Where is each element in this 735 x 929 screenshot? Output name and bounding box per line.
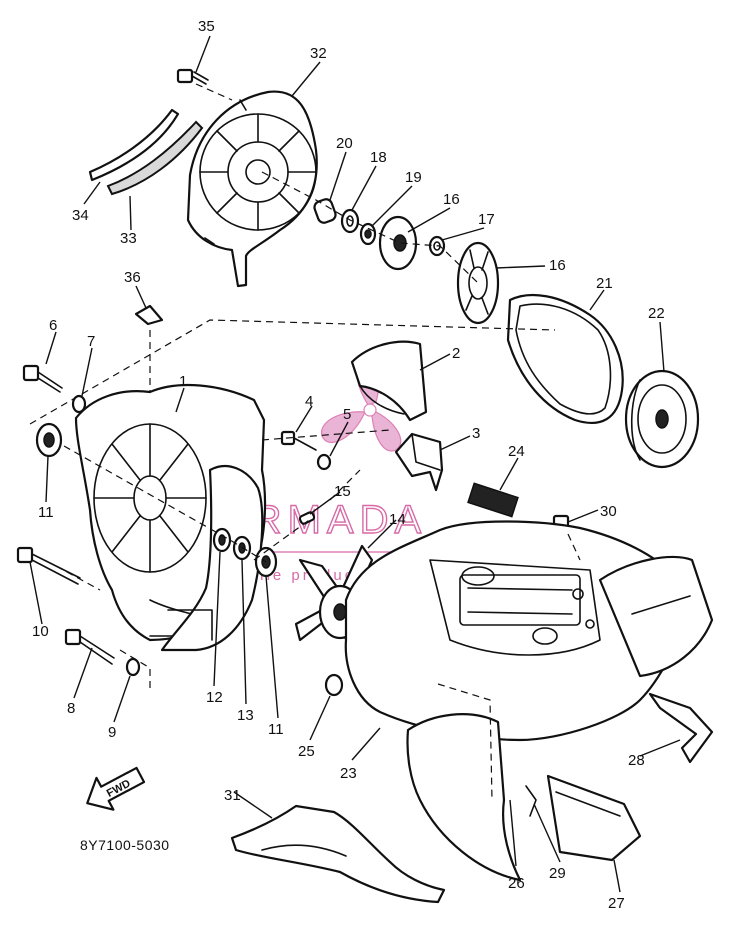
callout-15: 15 xyxy=(334,483,351,500)
part-4-bolt xyxy=(280,430,317,451)
callout-27: 27 xyxy=(608,895,625,912)
part-9-washer xyxy=(125,657,141,677)
part-22-pulley xyxy=(624,369,700,469)
callout-36: 36 xyxy=(124,269,141,286)
part-2-cover xyxy=(350,340,428,422)
callout-8: 8 xyxy=(67,700,75,717)
callout-3: 3 xyxy=(472,425,480,442)
part-16-pulley-half-lower xyxy=(456,241,500,325)
callout-13: 13 xyxy=(237,707,254,724)
part-15-clip xyxy=(298,511,316,525)
part-18-washer xyxy=(340,208,360,234)
callout-6: 6 xyxy=(49,317,57,334)
part-10-bolt xyxy=(16,546,81,585)
callout-11-right: 11 xyxy=(268,721,284,738)
part-20-collar xyxy=(313,198,337,224)
callout-4: 4 xyxy=(305,393,313,410)
part-16-pulley-half-upper xyxy=(378,215,418,271)
part-27-duct xyxy=(546,774,642,862)
callout-22: 22 xyxy=(648,305,665,322)
callout-21: 21 xyxy=(596,275,613,292)
part-26-cover xyxy=(406,713,522,882)
part-12-washer xyxy=(212,527,232,553)
callout-11-left: 11 xyxy=(38,504,54,521)
part-29-clip xyxy=(525,785,537,817)
callout-7: 7 xyxy=(87,333,95,350)
part-31-plate xyxy=(230,804,446,904)
leader-lines xyxy=(29,35,681,893)
callout-25: 25 xyxy=(298,743,315,760)
part-21-v-belt xyxy=(506,293,624,424)
diagram-code: 8Y7100-5030 xyxy=(80,837,170,853)
part-36-clip xyxy=(134,304,164,326)
callout-33: 33 xyxy=(120,230,137,247)
part-duct-right xyxy=(598,555,714,678)
callout-28: 28 xyxy=(628,752,645,769)
callout-32: 32 xyxy=(310,45,327,62)
part-32-starter-cover xyxy=(186,90,318,288)
callout-35: 35 xyxy=(198,18,215,35)
part-35-bolt xyxy=(176,68,209,85)
part-25-grommet xyxy=(324,673,344,697)
callout-17: 17 xyxy=(478,211,495,228)
callout-16-lower: 16 xyxy=(549,257,566,274)
part-19-washer xyxy=(359,222,377,246)
part-28-bracket xyxy=(648,692,714,764)
part-6-bolt xyxy=(22,364,63,393)
callout-30: 30 xyxy=(600,503,617,520)
callout-23: 23 xyxy=(340,765,357,782)
assembly-lines xyxy=(29,83,581,801)
callout-12: 12 xyxy=(206,689,223,706)
callout-24: 24 xyxy=(508,443,525,460)
callout-29: 29 xyxy=(549,865,566,882)
callout-1: 1 xyxy=(179,373,187,390)
callout-2: 2 xyxy=(452,345,460,362)
part-5-nut xyxy=(316,453,332,471)
callout-numbers: 35 32 20 18 19 16 17 16 34 33 36 21 22 6… xyxy=(32,18,665,912)
part-7-washer xyxy=(71,394,87,414)
callout-20: 20 xyxy=(336,135,353,152)
fwd-arrow: FWD xyxy=(86,766,146,811)
callout-9: 9 xyxy=(108,724,116,741)
callout-10: 10 xyxy=(32,623,49,640)
part-33-spring-guide xyxy=(106,120,204,196)
part-3-bracket xyxy=(394,432,444,492)
callout-5: 5 xyxy=(343,406,351,423)
callout-19: 19 xyxy=(405,169,422,186)
part-24-label xyxy=(467,482,519,518)
part-8-bolt xyxy=(64,628,115,665)
part-11-bearing-left xyxy=(35,422,63,458)
part-housing-inner-cover xyxy=(160,464,264,652)
callout-14: 14 xyxy=(389,511,406,528)
callout-34: 34 xyxy=(72,207,89,224)
callout-26: 26 xyxy=(508,875,525,892)
callout-31: 31 xyxy=(224,787,241,804)
callout-18: 18 xyxy=(370,149,387,166)
callout-16-upper: 16 xyxy=(443,191,460,208)
part-34-rope-guide xyxy=(88,108,180,182)
